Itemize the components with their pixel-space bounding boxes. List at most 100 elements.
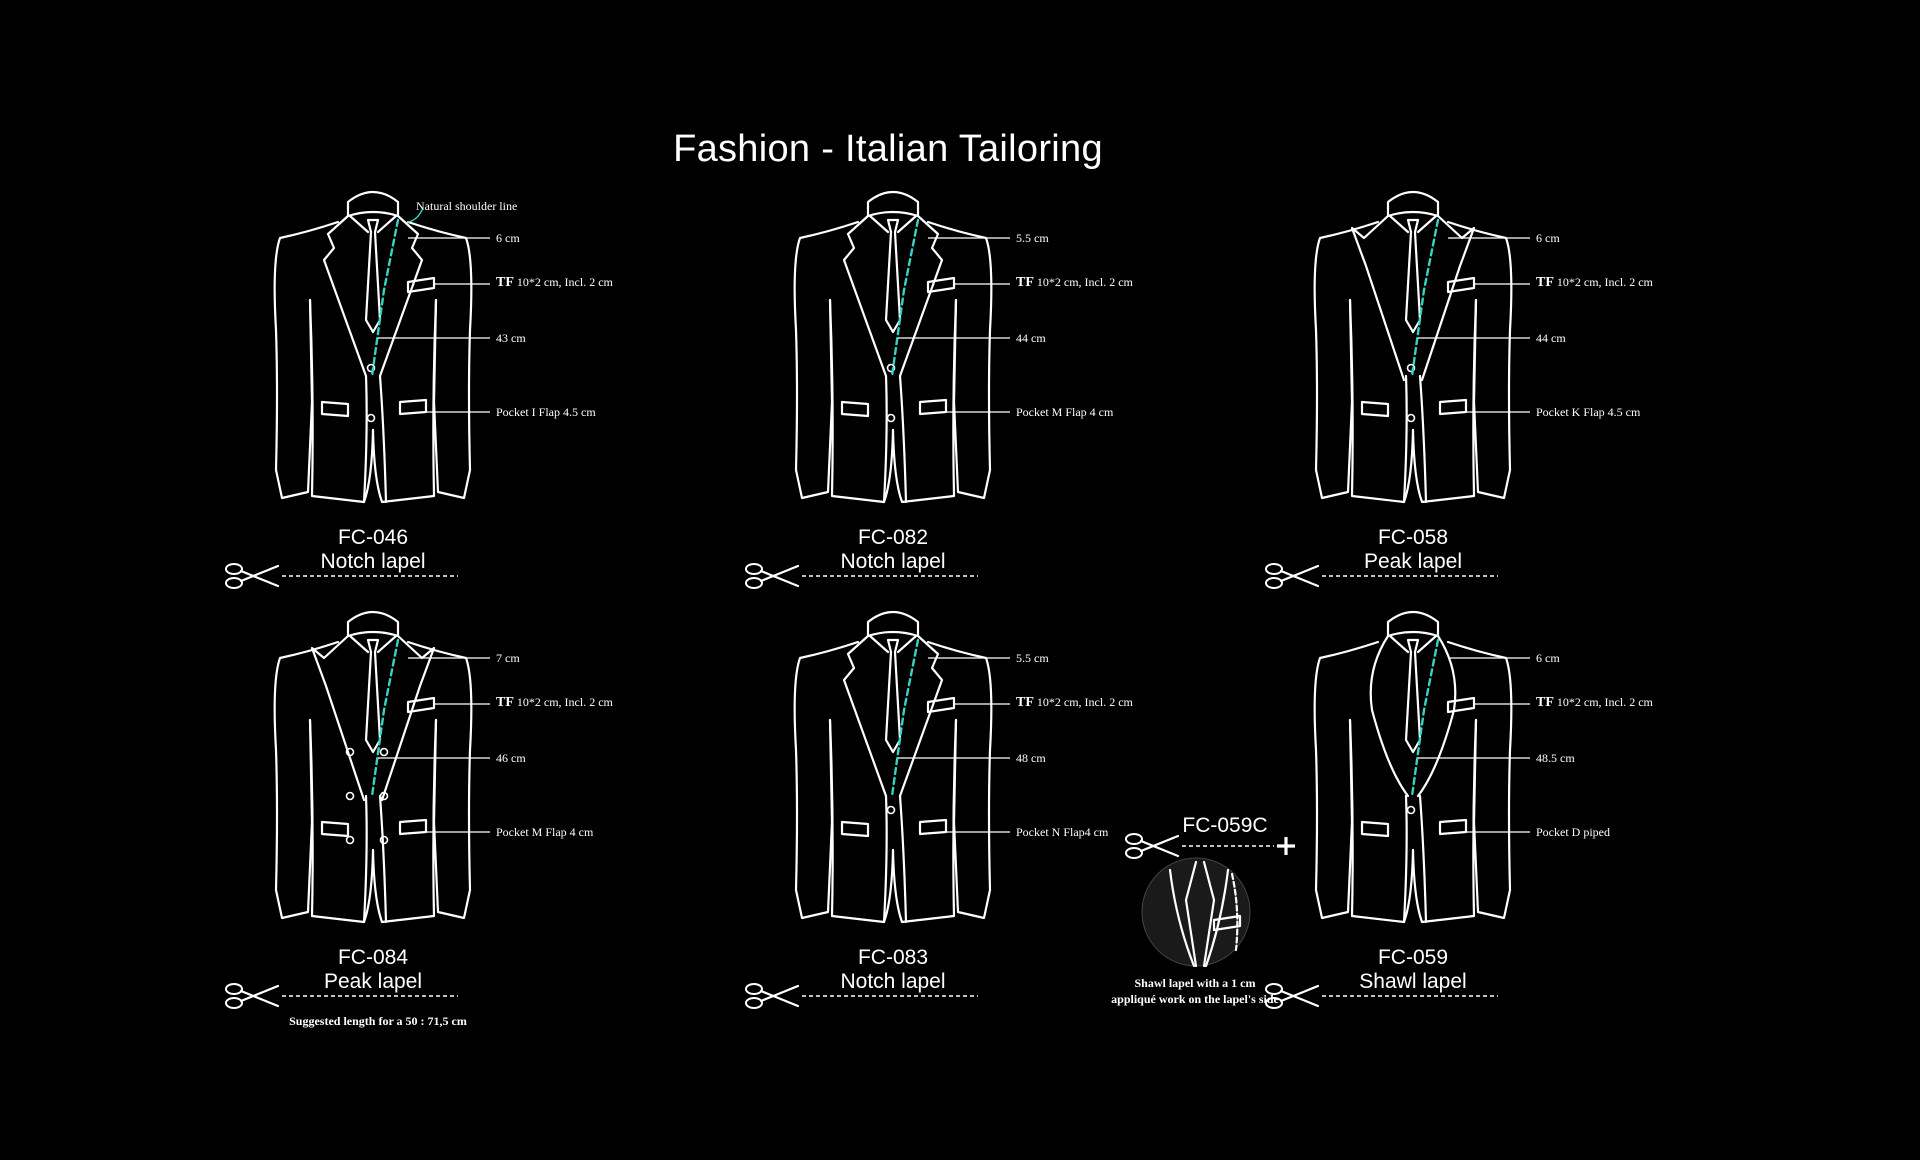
jacket-left-sleeve (273, 220, 340, 500)
scissors-icon (745, 563, 800, 589)
front-edge (1402, 374, 1428, 504)
jacket-button (1406, 413, 1416, 423)
jacket-right-front (371, 298, 438, 504)
jacket-left-sleeve (1313, 640, 1380, 920)
measure-tf: TF 10*2 cm, Incl. 2 cm (1536, 695, 1653, 711)
shirt-collar-points (868, 214, 918, 234)
jacket-button (379, 791, 389, 801)
measure-length: 46 cm (496, 751, 526, 765)
tf-value: 10*2 cm, Incl. 2 cm (1033, 695, 1133, 709)
lapel-edge-highlight (1410, 638, 1440, 798)
left-lapel (1369, 634, 1410, 798)
variant-code: FC-059C (1182, 814, 1268, 837)
jacket-FC-059 (1313, 610, 1530, 924)
front-edge (882, 374, 908, 504)
jacket-button (345, 835, 355, 845)
jacket-left-sleeve (793, 640, 860, 920)
lapel-edge-highlight (370, 638, 400, 798)
measure-lapel-width: 6 cm (1536, 651, 1560, 665)
measure-length: 44 cm (1016, 331, 1046, 345)
jacket-button (366, 413, 376, 423)
right-lapel (1416, 634, 1457, 798)
length-note: Suggested length for a 50 : 71,5 cm (289, 1014, 467, 1028)
jacket-code: FC-058 (1377, 526, 1449, 549)
variant-note-line2: appliqué work on the lapel's side (1111, 992, 1279, 1006)
breast-pocket (926, 276, 956, 294)
measure-tf: TF 10*2 cm, Incl. 2 cm (496, 275, 613, 291)
shirt-collar (1386, 610, 1440, 638)
jacket-right-sleeve (406, 640, 473, 920)
left-hip-pocket (840, 820, 870, 838)
jacket-left-front (308, 298, 375, 504)
lapel-edge-highlight (370, 218, 400, 378)
measure-tf: TF 10*2 cm, Incl. 2 cm (1536, 275, 1653, 291)
jacket-code: FC-083 (857, 946, 929, 969)
measure-pocket: Pocket K Flap 4.5 cm (1536, 405, 1641, 419)
front-edge (362, 374, 388, 504)
measure-tf: TF 10*2 cm, Incl. 2 cm (496, 695, 613, 711)
jacket-button (886, 805, 896, 815)
jacket-button (345, 747, 355, 757)
jacket-left-front (308, 718, 375, 924)
plus-icon (1277, 837, 1295, 855)
jacket-button (345, 791, 355, 801)
shirt-collar-points (1388, 214, 1438, 234)
shawl-detail-thumbnail (1141, 857, 1251, 968)
shirt-collar (866, 190, 920, 218)
necktie (364, 638, 382, 754)
measure-lapel-width: 6 cm (1536, 231, 1560, 245)
jacket-right-front (1411, 718, 1478, 924)
left-lapel (1350, 214, 1406, 382)
jacket-left-sleeve (1313, 220, 1380, 500)
measure-lapel-width: 5.5 cm (1016, 651, 1049, 665)
detail-pocket (1212, 914, 1242, 932)
right-lapel (898, 634, 944, 798)
left-lapel (842, 634, 888, 798)
jacket-right-sleeve (926, 640, 993, 920)
necktie (884, 218, 902, 334)
jacket-FC-058 (1313, 190, 1530, 504)
lapel-edge-highlight (890, 218, 920, 378)
measure-pocket: Pocket D piped (1536, 825, 1610, 839)
scissors-icon (225, 983, 280, 1009)
shirt-collar (1386, 190, 1440, 218)
jacket-button (886, 363, 896, 373)
detail-applique (1230, 872, 1239, 952)
jacket-right-front (891, 298, 958, 504)
jacket-right-sleeve (1446, 220, 1513, 500)
left-hip-pocket (320, 820, 350, 838)
measure-tf: TF 10*2 cm, Incl. 2 cm (1016, 695, 1133, 711)
shoulder-note: Natural shoulder line (416, 199, 518, 213)
measure-length: 48.5 cm (1536, 751, 1575, 765)
right-hip-pocket (398, 398, 428, 416)
right-lapel (380, 634, 436, 802)
scissors-icon (225, 563, 280, 589)
lapel-style: Peak lapel (1363, 550, 1463, 573)
measure-length: 48 cm (1016, 751, 1046, 765)
necktie (1404, 638, 1422, 754)
right-hip-pocket (918, 398, 948, 416)
right-hip-pocket (918, 818, 948, 836)
jacket-code: FC-046 (337, 526, 409, 549)
jacket-FC-082 (793, 190, 1010, 504)
tf-prefix: TF (1016, 275, 1034, 290)
tf-value: 10*2 cm, Incl. 2 cm (1553, 695, 1653, 709)
breast-pocket (1446, 696, 1476, 714)
jacket-right-sleeve (926, 220, 993, 500)
tf-value: 10*2 cm, Incl. 2 cm (1033, 275, 1133, 289)
jacket-right-front (891, 718, 958, 924)
tf-prefix: TF (496, 275, 514, 290)
shirt-collar-points (1388, 634, 1438, 654)
shirt-collar-points (348, 634, 398, 654)
jacket-right-sleeve (1446, 640, 1513, 920)
shirt-collar-points (348, 214, 398, 234)
lapel-edge-highlight (890, 638, 920, 798)
left-lapel (322, 214, 368, 378)
measure-lapel-width: 5.5 cm (1016, 231, 1049, 245)
breast-pocket (1446, 276, 1476, 294)
left-lapel (842, 214, 888, 378)
jacket-button (1406, 363, 1416, 373)
right-hip-pocket (1438, 818, 1468, 836)
tf-prefix: TF (1016, 695, 1034, 710)
